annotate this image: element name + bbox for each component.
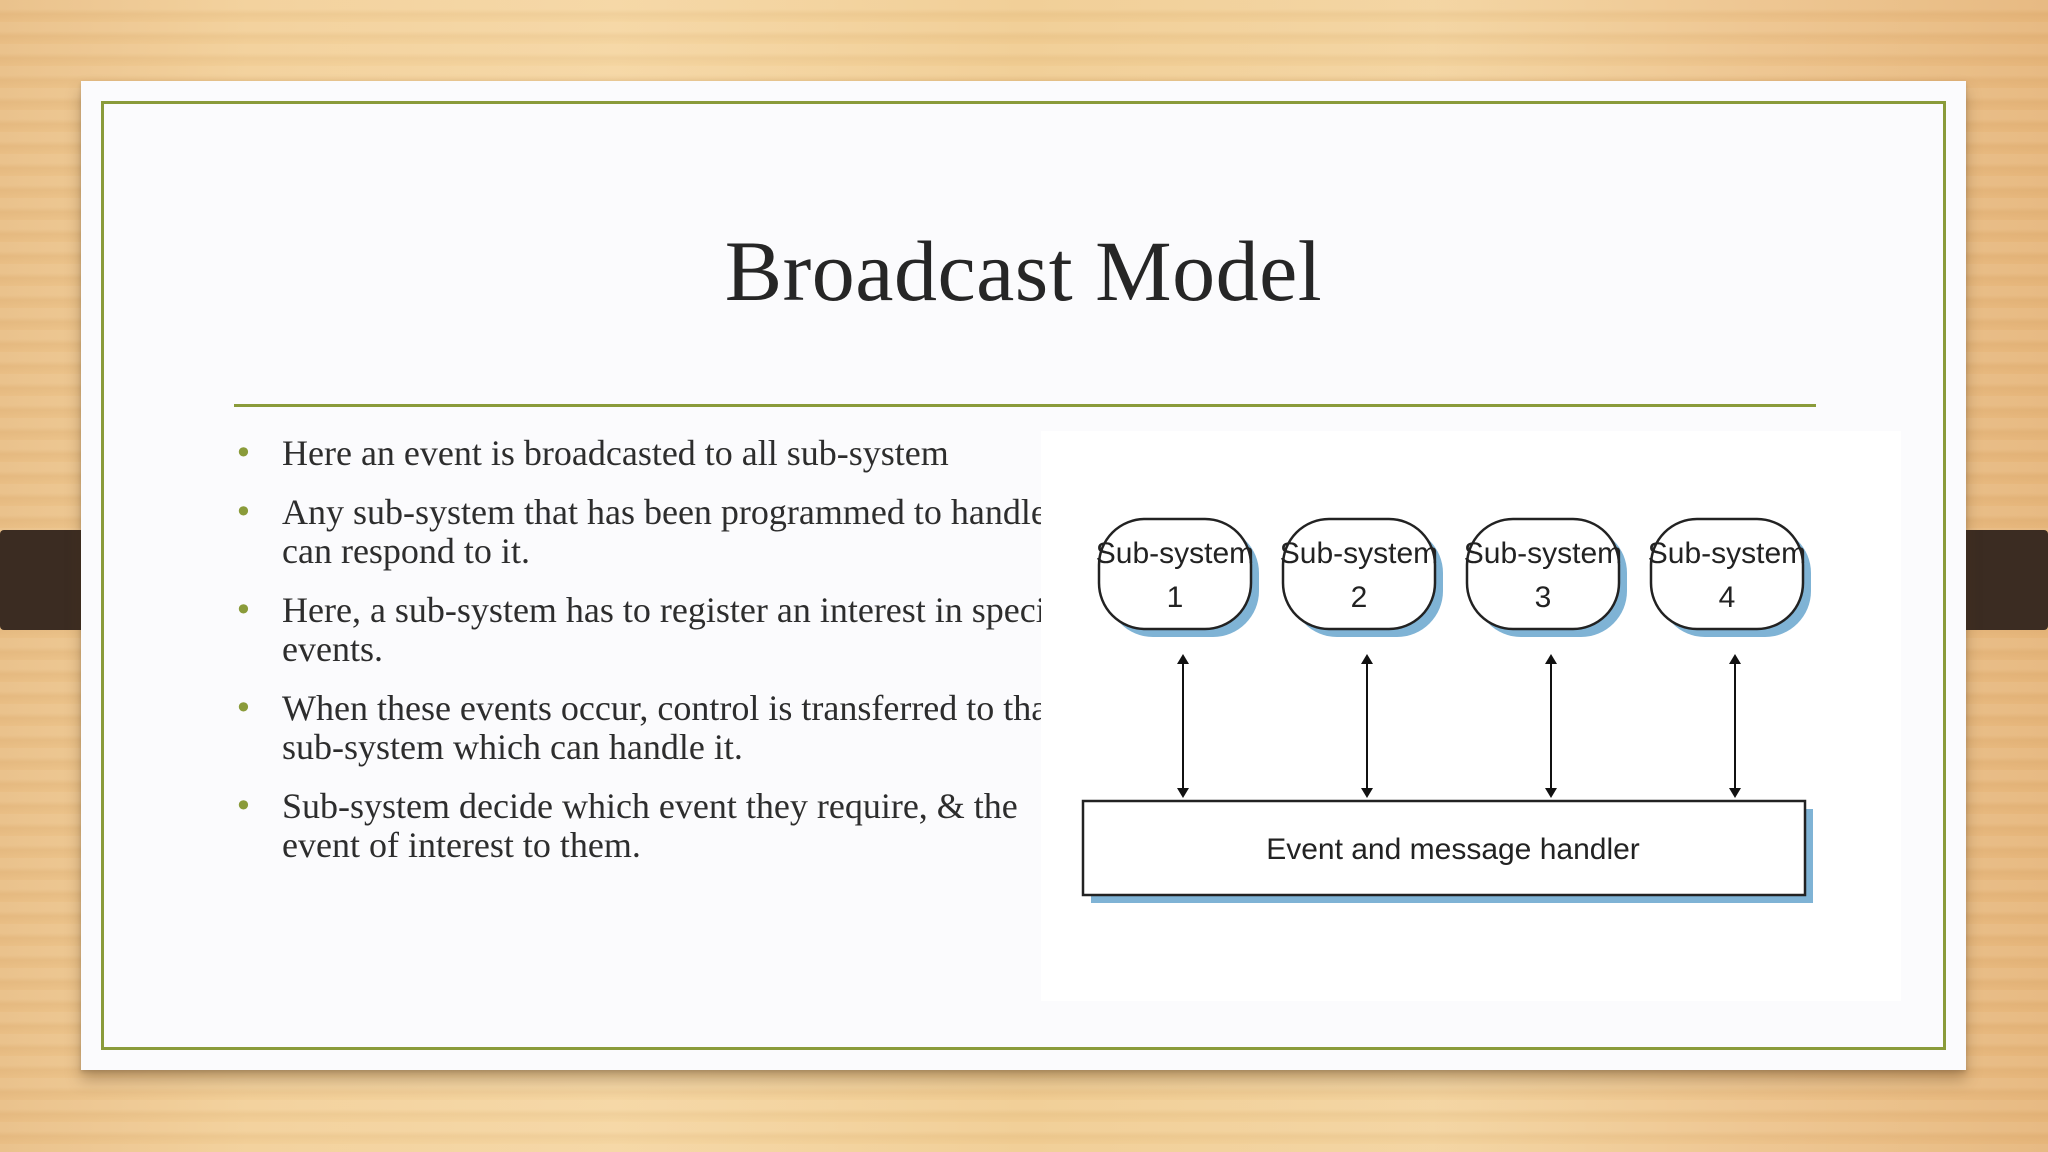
event-handler-label: Event and message handler	[1266, 833, 1640, 866]
subsystem-label: Sub-system	[1464, 537, 1622, 570]
slide-title: Broadcast Model	[724, 223, 1323, 319]
bullet-icon: •	[234, 434, 253, 472]
slide: Broadcast Model • Here an event is broadc…	[81, 81, 1966, 1070]
subsystem-number: 1	[1167, 581, 1184, 614]
subsystem-number: 2	[1351, 581, 1368, 614]
subsystem-number: 3	[1535, 581, 1552, 614]
subsystem-label: Sub-system	[1280, 537, 1438, 570]
subsystem-label: Sub-system	[1096, 537, 1254, 570]
broadcast-diagram: Sub-system 1 Sub-system 2 Sub-system 3	[1041, 431, 1901, 1001]
event-handler-box: Event and message handler	[1081, 799, 1813, 903]
bullet-item: • Here an event is broadcasted to all sub…	[234, 434, 1094, 473]
bullet-item: • When these events occur, control is tra…	[234, 689, 1094, 767]
bullet-text: Any sub-system that has been programmed …	[282, 492, 1047, 571]
bullet-item: • Any sub-system that has been programmed…	[234, 493, 1094, 571]
subsystem-number: 4	[1719, 581, 1736, 614]
subsystem-node: Sub-system 1	[1096, 517, 1259, 637]
bullet-icon: •	[234, 591, 253, 629]
bullet-list: • Here an event is broadcasted to all sub…	[234, 434, 1094, 885]
bullet-text: Sub-system decide which event they requi…	[282, 786, 1018, 865]
subsystem-node: Sub-system 3	[1464, 517, 1627, 637]
bullet-text: Here an event is broadcasted to all sub-…	[282, 433, 949, 473]
bullet-item: • Sub-system decide which event they requ…	[234, 787, 1094, 865]
bullet-icon: •	[234, 787, 253, 825]
title-rule	[234, 404, 1816, 407]
subsystem-node: Sub-system 2	[1280, 517, 1443, 637]
subsystem-label: Sub-system	[1648, 537, 1806, 570]
bullet-icon: •	[234, 689, 253, 727]
bullet-text: Here, a sub-system has to register an in…	[282, 590, 1084, 669]
diagram-svg: Sub-system 1 Sub-system 2 Sub-system 3	[1081, 517, 1813, 903]
subsystem-node: Sub-system 4	[1648, 517, 1811, 637]
bullet-item: • Here, a sub-system has to register an i…	[234, 591, 1094, 669]
slide-frame	[101, 101, 1946, 1050]
bullet-icon: •	[234, 493, 253, 531]
bullet-text: When these events occur, control is tran…	[282, 688, 1058, 767]
